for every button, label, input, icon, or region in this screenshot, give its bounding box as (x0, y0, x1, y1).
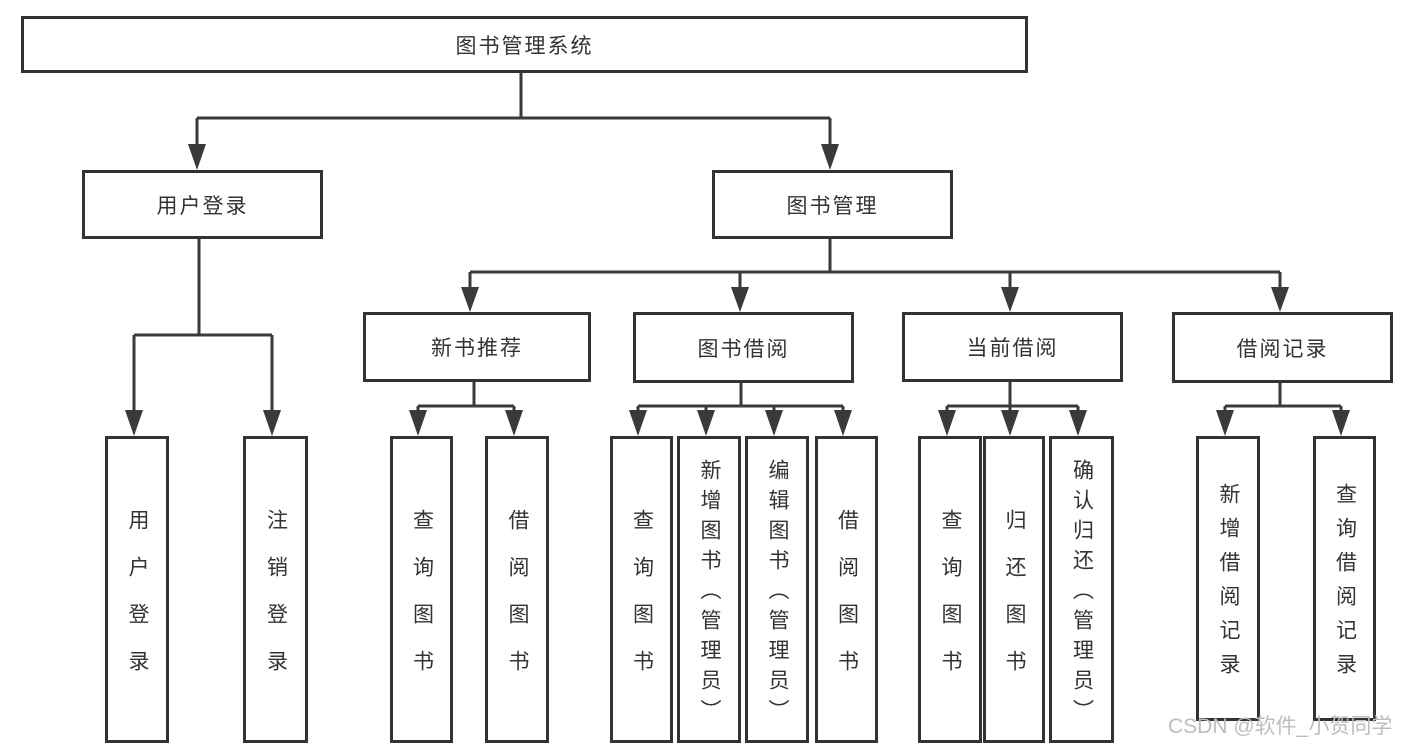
leaf-logout: 注销登录 (243, 436, 308, 743)
leaf-borrow-books-recommend-label: 借阅图书 (506, 508, 529, 697)
leaf-query-books-current-label: 查询图书 (939, 508, 962, 697)
node-book-management-label: 图书管理 (786, 194, 879, 218)
leaf-query-books-recommend-label: 查询图书 (410, 508, 434, 697)
node-book-management: 图书管理 (712, 170, 953, 239)
node-library-system-label: 图书管理系统 (455, 34, 594, 58)
leaf-query-books-borrowing-label: 查询图书 (630, 508, 654, 697)
csdn-watermark: CSDN @软件_小贺同学 (1168, 715, 1393, 738)
leaf-add-books-admin: 新增图书（管理员） (677, 436, 741, 743)
leaf-edit-books-admin: 编辑图书（管理员） (745, 436, 809, 743)
leaf-confirm-return-admin-label: 确认归还（管理员） (1070, 458, 1094, 729)
leaf-add-borrow-record: 新增借阅记录 (1196, 436, 1260, 721)
node-current-borrowing: 当前借阅 (902, 312, 1123, 382)
node-user-login-label: 用户登录 (156, 194, 249, 218)
leaf-query-borrow-record-label: 查询借阅记录 (1333, 482, 1357, 687)
leaf-borrow-books-recommend: 借阅图书 (485, 436, 549, 743)
node-borrow-records-label: 借阅记录 (1236, 337, 1329, 361)
leaf-return-books-label: 归还图书 (1003, 508, 1026, 697)
leaf-query-books-current: 查询图书 (918, 436, 982, 743)
leaf-query-books-borrowing: 查询图书 (610, 436, 673, 743)
leaf-return-books: 归还图书 (983, 436, 1045, 743)
node-library-system: 图书管理系统 (21, 16, 1028, 73)
leaf-user-login-label: 用户登录 (126, 508, 149, 697)
leaf-user-login: 用户登录 (105, 436, 169, 743)
leaf-add-borrow-record-label: 新增借阅记录 (1217, 482, 1240, 687)
leaf-query-books-recommend: 查询图书 (390, 436, 453, 743)
leaf-logout-label: 注销登录 (264, 508, 288, 697)
leaf-add-books-admin-label: 新增图书（管理员） (698, 458, 721, 729)
node-new-book-recommend: 新书推荐 (363, 312, 591, 382)
leaf-borrow-books-borrowing: 借阅图书 (815, 436, 878, 743)
leaf-confirm-return-admin: 确认归还（管理员） (1049, 436, 1114, 743)
node-book-borrowing-label: 图书借阅 (697, 337, 790, 361)
leaf-edit-books-admin-label: 编辑图书（管理员） (766, 458, 789, 729)
node-book-borrowing: 图书借阅 (633, 312, 854, 383)
node-borrow-records: 借阅记录 (1172, 312, 1393, 383)
leaf-query-borrow-record: 查询借阅记录 (1313, 436, 1376, 721)
leaf-borrow-books-borrowing-label: 借阅图书 (835, 508, 859, 697)
node-new-book-recommend-label: 新书推荐 (431, 337, 523, 360)
node-current-borrowing-label: 当前借阅 (966, 337, 1059, 360)
node-user-login: 用户登录 (82, 170, 323, 239)
